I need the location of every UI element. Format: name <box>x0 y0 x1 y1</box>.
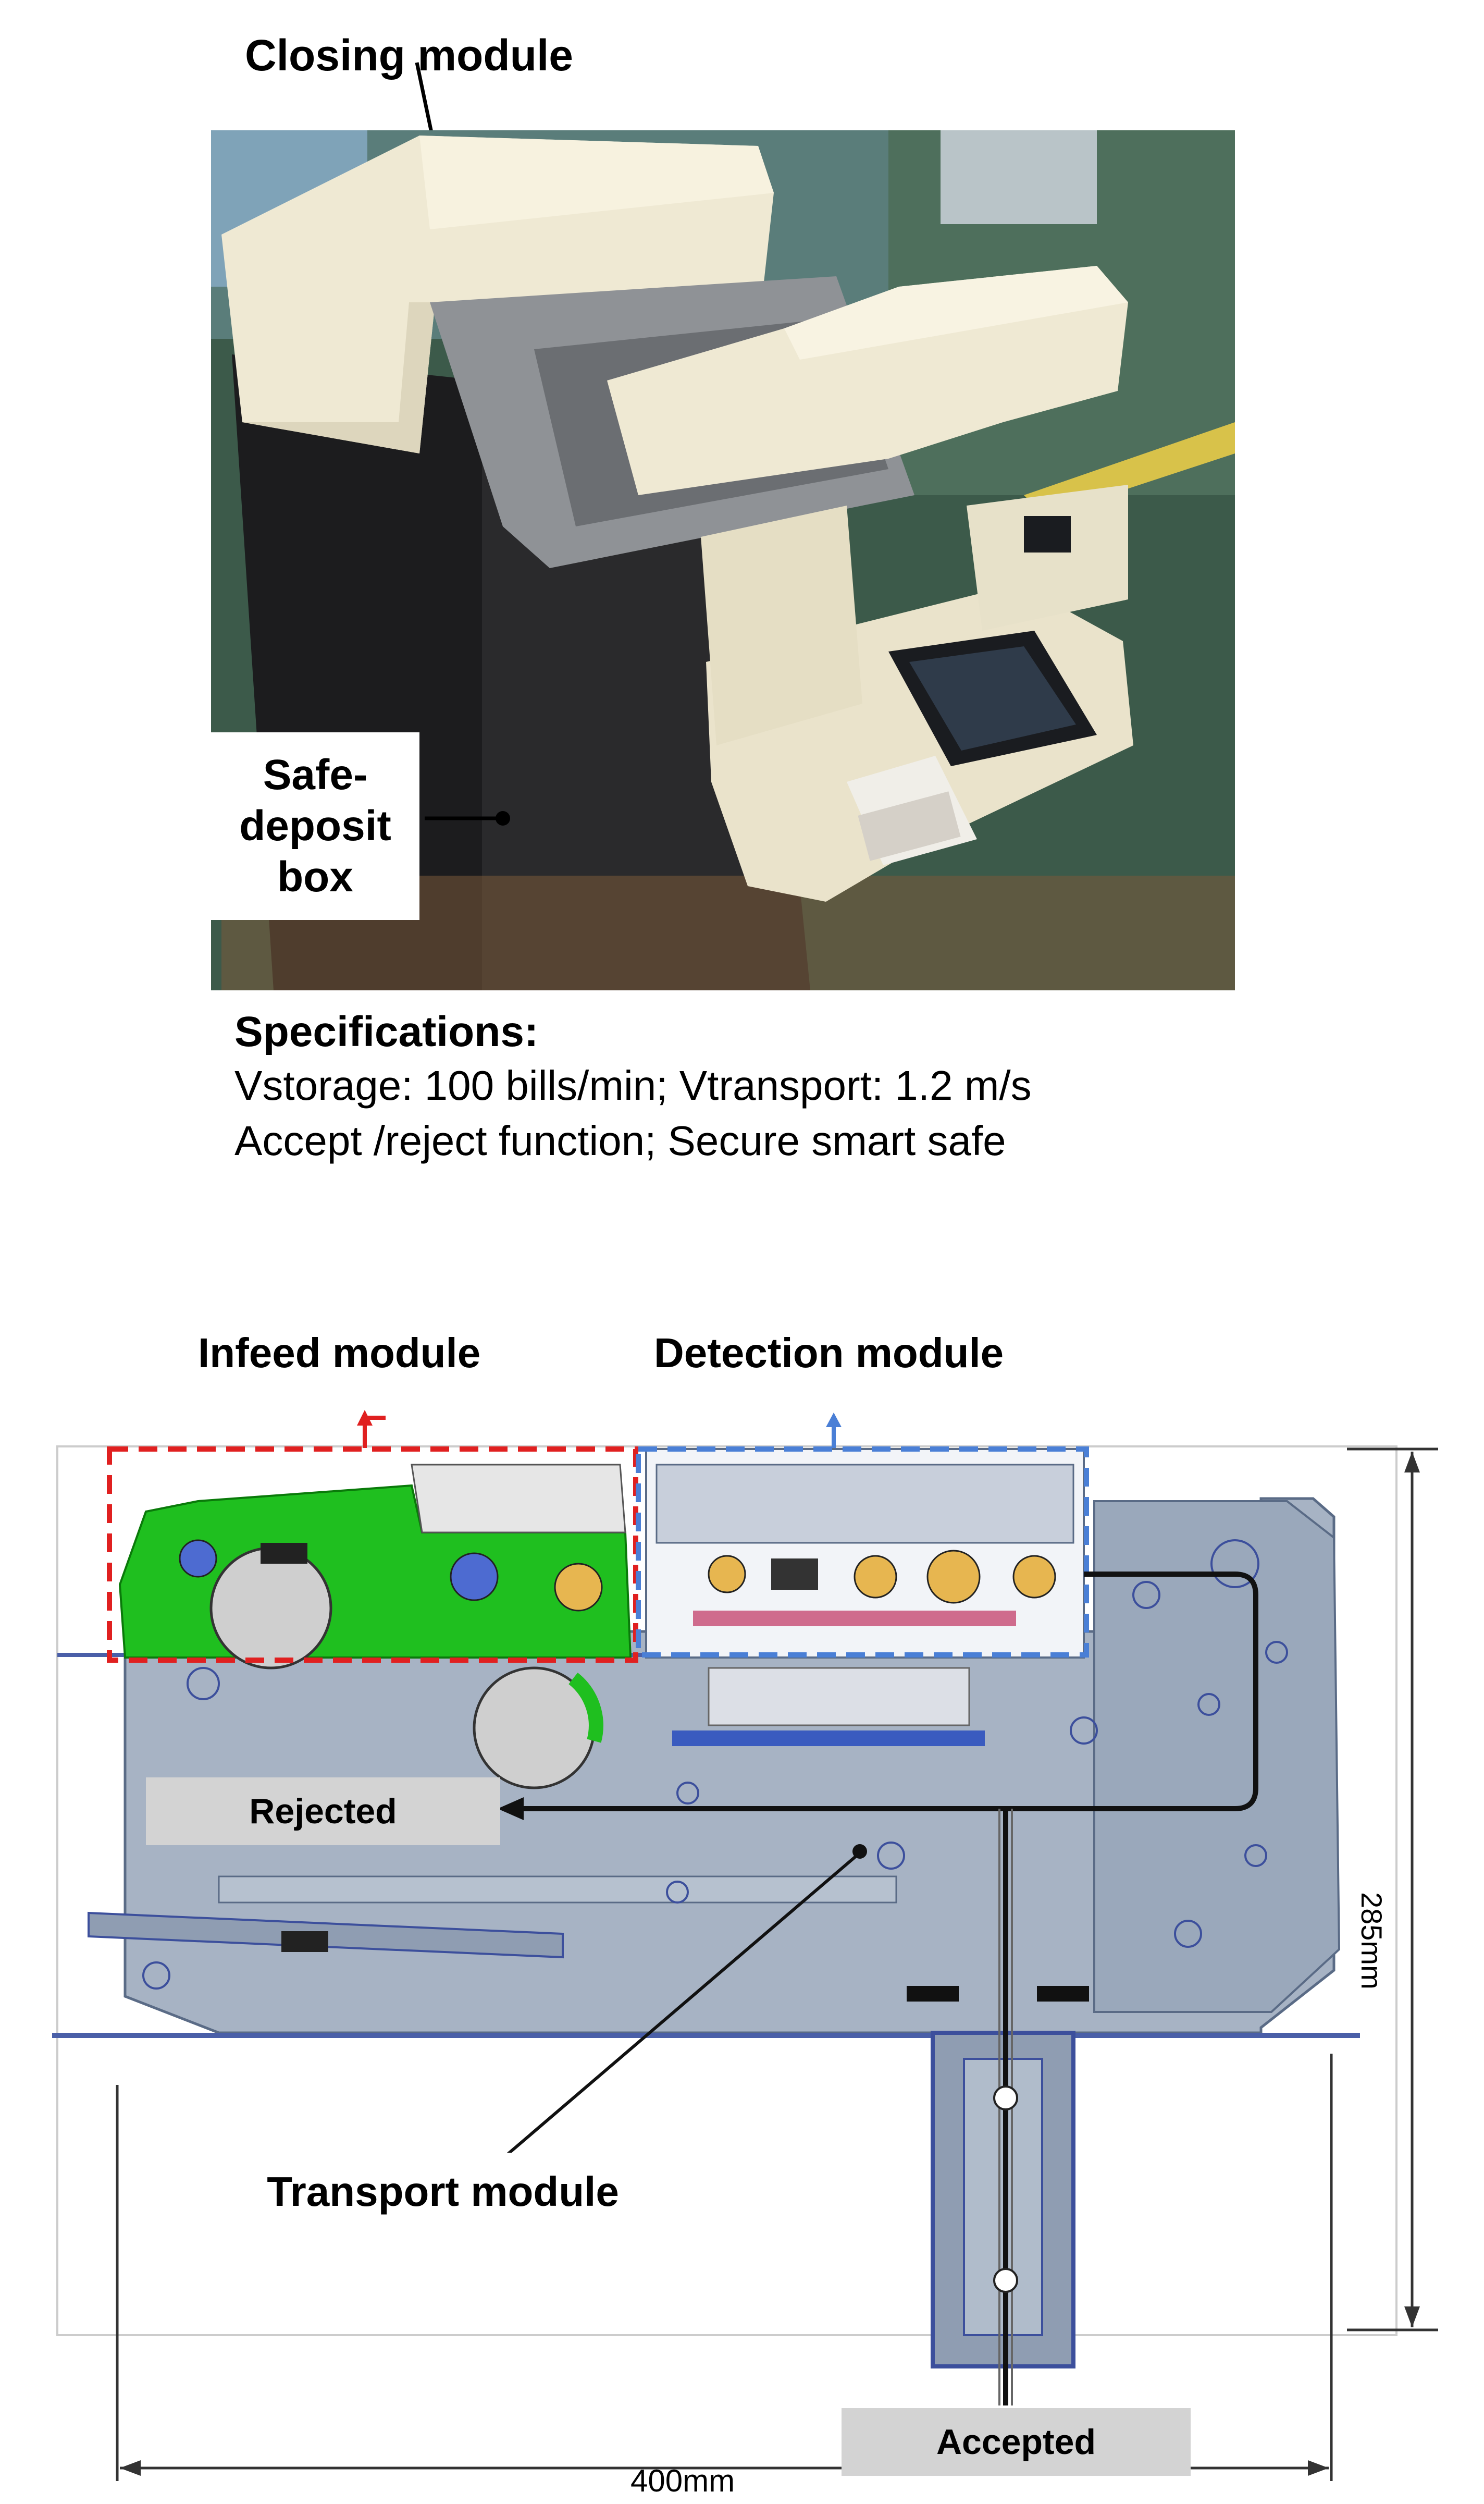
safe-deposit-box-label-line-3: box <box>277 853 353 901</box>
diagram-figure: Infeed module Detection module Rejected … <box>0 1293 1484 2504</box>
accepted-label: Accepted <box>842 2408 1191 2476</box>
rejected-label: Rejected <box>146 1777 500 1845</box>
specification-line-2: Accept /reject function; Secure smart sa… <box>234 1118 1006 1164</box>
safe-deposit-box-leader-line <box>425 811 510 826</box>
transport-module-label: Transport module <box>229 2153 657 2231</box>
transport-module-leader-line <box>499 1851 861 2162</box>
width-dimension-label: 400mm <box>630 2463 735 2498</box>
safe-deposit-box-label-line-1: Safe- <box>263 751 368 799</box>
detection-module-outline <box>636 1446 1089 1658</box>
bill-path-reject <box>521 1572 1258 1811</box>
specifications-title: Specifications: <box>234 1008 539 1055</box>
photo-figure: Closing module <box>0 0 1484 1164</box>
safe-deposit-box-label-line-2: deposit <box>239 802 391 850</box>
closing-module-label: Closing module <box>245 31 573 80</box>
reject-arrowhead <box>498 1797 524 1820</box>
machine-cross-section-drawing <box>52 1410 1438 2481</box>
height-dimension-label: 285mm <box>1355 1892 1388 1990</box>
specifications-block: Specifications: Vstorage: 100 bills/min;… <box>234 1006 1032 1169</box>
specification-line-1: Vstorage: 100 bills/min; Vtransport: 1.2… <box>234 1062 1032 1109</box>
detection-module-label: Detection module <box>654 1330 1004 1376</box>
safe-deposit-box-label: Safe- deposit box <box>211 732 419 920</box>
infeed-module-outline <box>107 1446 638 1663</box>
infeed-module-label: Infeed module <box>198 1330 481 1376</box>
